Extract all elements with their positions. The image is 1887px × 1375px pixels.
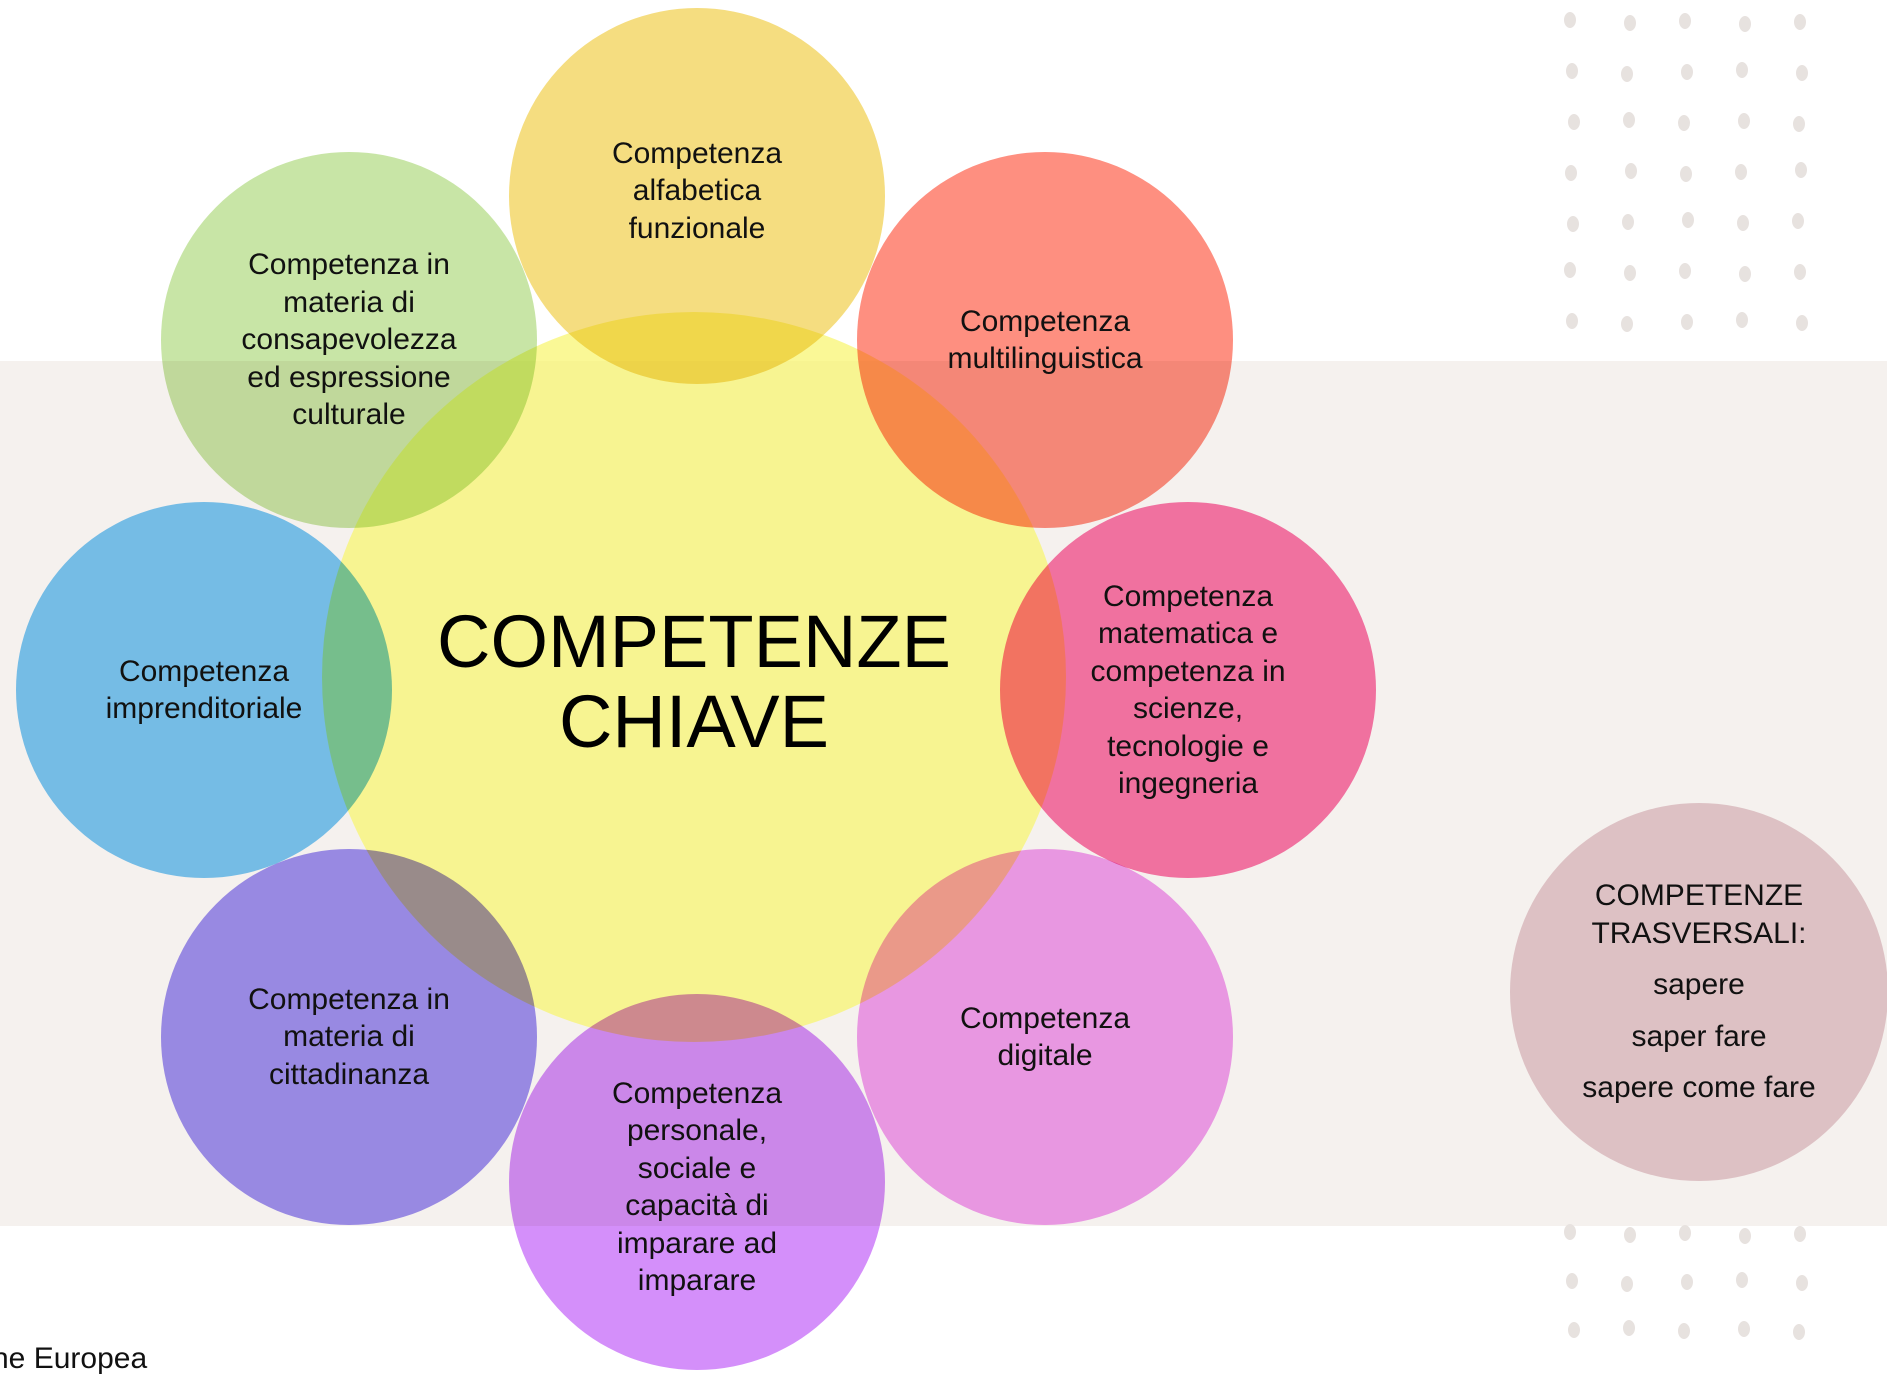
decor-dot: [1621, 1276, 1633, 1292]
decor-dot: [1796, 1275, 1808, 1291]
decor-dot: [1621, 66, 1633, 82]
decor-dot: [1681, 1274, 1693, 1290]
competence-circle-culturale: Competenza in materia di consapevolezza …: [161, 152, 537, 528]
decor-dot: [1735, 164, 1747, 180]
decor-dot: [1681, 64, 1693, 80]
competence-circle-personale: Competenza personale, sociale e capacità…: [509, 994, 885, 1370]
decor-dot: [1796, 315, 1808, 331]
transversal-title-line2: TRASVERSALI:: [1591, 916, 1807, 950]
decor-dot: [1794, 264, 1806, 280]
competence-label: Competenza in materia di consapevolezza …: [241, 248, 457, 432]
decor-dot: [1623, 1320, 1635, 1336]
decor-dot: [1794, 14, 1806, 30]
decor-dot: [1564, 1224, 1576, 1240]
decor-dot: [1625, 163, 1637, 179]
decor-dot: [1796, 65, 1808, 81]
competence-label: Competenza matematica e competenza in sc…: [1090, 579, 1286, 801]
decor-dot: [1679, 13, 1691, 29]
competence-label: Competenza imprenditoriale: [105, 654, 303, 726]
decor-dot: [1736, 1272, 1748, 1288]
decor-dot: [1568, 114, 1580, 130]
decor-dot: [1622, 214, 1634, 230]
decor-dot: [1738, 113, 1750, 129]
competence-label: Competenza personale, sociale e capacità…: [611, 1076, 783, 1298]
decor-dot: [1794, 1226, 1806, 1242]
decor-dot: [1736, 312, 1748, 328]
decor-dot: [1568, 1322, 1580, 1338]
competence-label: Competenza in materia di cittadinanza: [248, 982, 450, 1091]
decor-dot: [1624, 1227, 1636, 1243]
decor-dot: [1682, 212, 1694, 228]
competence-circle-digitale: Competenza digitale: [857, 849, 1233, 1225]
competence-label: Competenza alfabetica funzionale: [611, 136, 783, 245]
dot-pattern-top: [1548, 0, 1848, 360]
decor-dot: [1566, 313, 1578, 329]
decor-dot: [1681, 314, 1693, 330]
competence-circle-imprenditoriale: Competenza imprenditoriale: [16, 502, 392, 878]
decor-dot: [1623, 112, 1635, 128]
decor-dot: [1737, 215, 1749, 231]
decor-dot: [1564, 12, 1576, 28]
competence-circle-matematica: Competenza matematica e competenza in sc…: [1000, 502, 1376, 878]
decor-dot: [1680, 166, 1692, 182]
decor-dot: [1793, 1324, 1805, 1340]
decor-dot: [1566, 63, 1578, 79]
decor-dot: [1679, 1225, 1691, 1241]
competence-label: Competenza digitale: [959, 1001, 1131, 1073]
decor-dot: [1792, 213, 1804, 229]
transversal-competences-circle: COMPETENZE TRASVERSALI: sapere saper far…: [1510, 803, 1887, 1181]
decor-dot: [1739, 1228, 1751, 1244]
transversal-content: COMPETENZE TRASVERSALI: sapere saper far…: [1582, 877, 1815, 1107]
dot-pattern-bottom: [1548, 1222, 1848, 1368]
competence-circle-alfabetica: Competenza alfabetica funzionale: [509, 8, 885, 384]
decor-dot: [1795, 162, 1807, 178]
decor-dot: [1739, 266, 1751, 282]
decor-dot: [1621, 316, 1633, 332]
competence-circle-cittadinanza: Competenza in materia di cittadinanza: [161, 849, 537, 1225]
footer-text: ne Europea: [0, 1342, 148, 1375]
decor-dot: [1564, 262, 1576, 278]
decor-dot: [1624, 265, 1636, 281]
decor-dot: [1678, 1323, 1690, 1339]
decor-dot: [1738, 1321, 1750, 1337]
decor-dot: [1793, 116, 1805, 132]
decor-dot: [1567, 216, 1579, 232]
decor-dot: [1565, 165, 1577, 181]
transversal-title-line1: COMPETENZE: [1594, 879, 1804, 913]
transversal-item: sapere: [1653, 968, 1745, 1002]
competence-circle-multilinguistica: Competenza multilinguistica: [857, 152, 1233, 528]
decor-dot: [1739, 16, 1751, 32]
decor-dot: [1679, 263, 1691, 279]
decor-dot: [1678, 115, 1690, 131]
decor-dot: [1566, 1273, 1578, 1289]
center-label: COMPETENZE CHIAVE: [437, 600, 951, 763]
decor-dot: [1736, 62, 1748, 78]
transversal-item: saper fare: [1631, 1019, 1767, 1053]
competence-label: Competenza multilinguistica: [947, 304, 1143, 376]
decor-dot: [1624, 15, 1636, 31]
transversal-item: sapere come fare: [1582, 1071, 1816, 1105]
